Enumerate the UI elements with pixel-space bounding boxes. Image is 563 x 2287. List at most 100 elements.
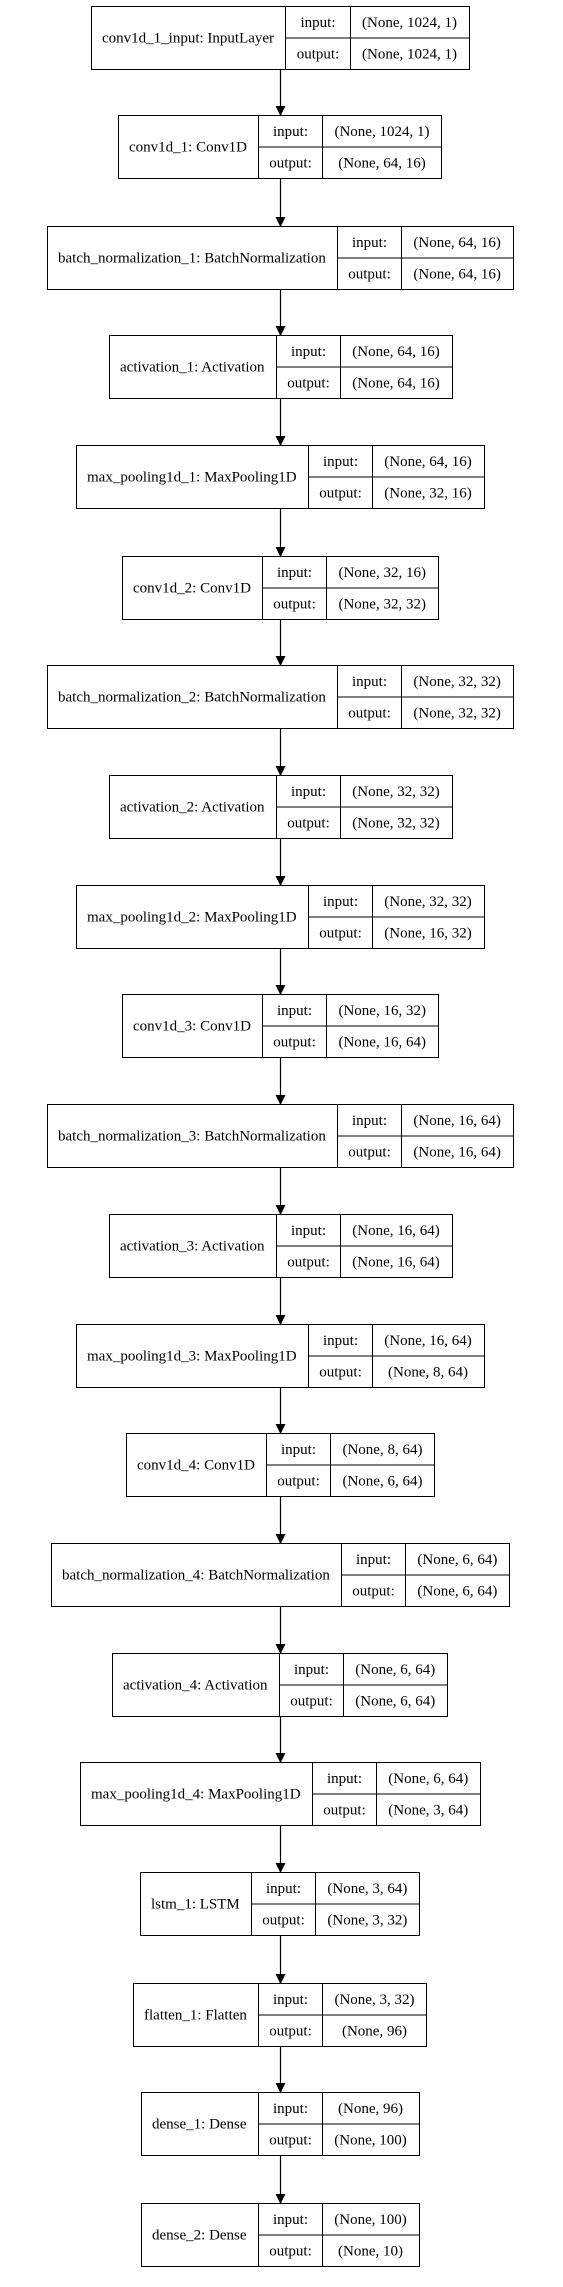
layer-name: dense_2: Dense <box>152 2228 247 2244</box>
output-label: output: <box>319 485 362 501</box>
output-label: output: <box>352 1583 395 1599</box>
input-shape: (None, 16, 64) <box>413 1113 500 1129</box>
output-shape: (None, 32, 32) <box>338 596 425 612</box>
output-shape: (None, 16, 64) <box>338 1034 425 1050</box>
output-label: output: <box>273 596 316 612</box>
input-shape: (None, 64, 16) <box>384 454 471 470</box>
output-label: output: <box>262 1912 305 1928</box>
input-shape: (None, 32, 32) <box>413 674 500 690</box>
output-label: output: <box>319 925 362 941</box>
input-label: input: <box>277 565 312 581</box>
output-label: output: <box>287 375 330 391</box>
layer-node: conv1d_3: Conv1D input: output: (None, 16, … <box>122 994 439 1058</box>
output-shape: (None, 1024, 1) <box>362 46 457 62</box>
layer-nodes: conv1d_1_input: InputLayer input: output: (… <box>47 6 514 2267</box>
layer-name: conv1d_1_input: InputLayer <box>102 31 274 47</box>
output-shape: (None, 6, 64) <box>417 1583 497 1599</box>
input-shape: (None, 100) <box>334 2212 406 2228</box>
input-label: input: <box>277 1003 312 1019</box>
layer-name: conv1d_3: Conv1D <box>133 1019 251 1035</box>
layer-name: activation_1: Activation <box>120 360 265 376</box>
layer-name: dense_1: Dense <box>152 2117 247 2133</box>
input-shape: (None, 96) <box>338 2101 403 2117</box>
output-shape: (None, 64, 16) <box>413 266 500 282</box>
layer-node: max_pooling1d_2: MaxPooling1D input: outpu… <box>76 885 485 949</box>
input-label: input: <box>273 1992 308 2008</box>
layer-name: max_pooling1d_1: MaxPooling1D <box>87 470 297 486</box>
output-label: output: <box>348 266 391 282</box>
output-label: output: <box>287 1254 330 1270</box>
layer-node: batch_normalization_3: BatchNormalizatio… <box>47 1104 514 1168</box>
input-label: input: <box>273 2101 308 2117</box>
input-label: input: <box>323 454 358 470</box>
input-label: input: <box>294 1662 329 1678</box>
output-shape: (None, 96) <box>342 2023 407 2039</box>
input-shape: (None, 16, 64) <box>384 1333 471 1349</box>
layer-node: conv1d_2: Conv1D input: output: (None, 32, … <box>122 556 439 620</box>
output-label: output: <box>269 2132 312 2148</box>
layer-name: flatten_1: Flatten <box>144 2008 247 2024</box>
input-shape: (None, 6, 64) <box>388 1771 468 1787</box>
output-label: output: <box>348 705 391 721</box>
output-shape: (None, 32, 32) <box>413 705 500 721</box>
input-label: input: <box>300 15 335 31</box>
input-label: input: <box>273 2212 308 2228</box>
layer-node: max_pooling1d_3: MaxPooling1Dinput:outpu… <box>76 1324 485 1388</box>
layer-node: activation_2: Activationinput:output:(No… <box>109 775 453 839</box>
input-shape: (None, 6, 64) <box>355 1662 435 1678</box>
input-label: input: <box>281 1442 316 1458</box>
input-label: input: <box>291 1223 326 1239</box>
input-label: input: <box>327 1771 362 1787</box>
input-label: input: <box>352 674 387 690</box>
input-label: input: <box>352 1113 387 1129</box>
input-label: input: <box>323 1333 358 1349</box>
input-shape: (None, 3, 64) <box>327 1881 407 1897</box>
layer-name: max_pooling1d_4: MaxPooling1D <box>91 1787 301 1803</box>
output-shape: (None, 64, 16) <box>352 375 439 391</box>
input-label: input: <box>323 894 358 910</box>
output-label: output: <box>269 2243 312 2259</box>
output-shape: (None, 3, 32) <box>327 1912 407 1928</box>
output-shape: (None, 3, 64) <box>388 1802 468 1818</box>
input-shape: (None, 64, 16) <box>352 344 439 360</box>
layer-name: batch_normalization_4: BatchNormalizatio… <box>62 1568 330 1584</box>
input-shape: (None, 1024, 1) <box>334 124 429 140</box>
output-label: output: <box>319 1364 362 1380</box>
output-label: output: <box>273 1034 316 1050</box>
output-shape: (None, 32, 16) <box>384 485 471 501</box>
output-shape: (None, 16, 64) <box>352 1254 439 1270</box>
output-label: output: <box>290 1693 333 1709</box>
input-shape: (None, 32, 16) <box>338 565 425 581</box>
output-shape: (None, 10) <box>338 2243 403 2259</box>
layer-node: activation_1: Activation input: output: (No… <box>109 335 453 399</box>
layer-name: conv1d_2: Conv1D <box>133 581 251 597</box>
layer-name: batch_normalization_1: BatchNormalizatio… <box>58 251 326 267</box>
input-label: input: <box>291 344 326 360</box>
output-label: output: <box>269 155 312 171</box>
output-label: output: <box>348 1144 391 1160</box>
layer-name: lstm_1: LSTM <box>151 1897 240 1913</box>
output-label: output: <box>269 2023 312 2039</box>
input-shape: (None, 32, 32) <box>384 894 471 910</box>
layer-name: max_pooling1d_2: MaxPooling1D <box>87 910 297 926</box>
output-label: output: <box>277 1473 320 1489</box>
input-shape: (None, 6, 64) <box>417 1552 497 1568</box>
layer-name: conv1d_4: Conv1D <box>137 1458 255 1474</box>
layer-name: batch_normalization_2: BatchNormalizatio… <box>58 690 326 706</box>
layer-node: max_pooling1d_4: MaxPooling1Dinput:outpu… <box>80 1762 481 1826</box>
layer-node: max_pooling1d_1: MaxPooling1D input: outpu… <box>76 445 485 509</box>
input-shape: (None, 64, 16) <box>413 235 500 251</box>
output-shape: (None, 64, 16) <box>338 155 425 171</box>
output-shape: (None, 100) <box>334 2132 406 2148</box>
layer-node: batch_normalization_2: BatchNormalizatio… <box>47 665 514 729</box>
input-shape: (None, 32, 32) <box>352 784 439 800</box>
layer-name: activation_4: Activation <box>123 1678 268 1694</box>
output-shape: (None, 16, 64) <box>413 1144 500 1160</box>
layer-node: dense_2: Dense input: output: (None, 100) (N… <box>141 2203 420 2267</box>
input-shape: (None, 16, 64) <box>352 1223 439 1239</box>
